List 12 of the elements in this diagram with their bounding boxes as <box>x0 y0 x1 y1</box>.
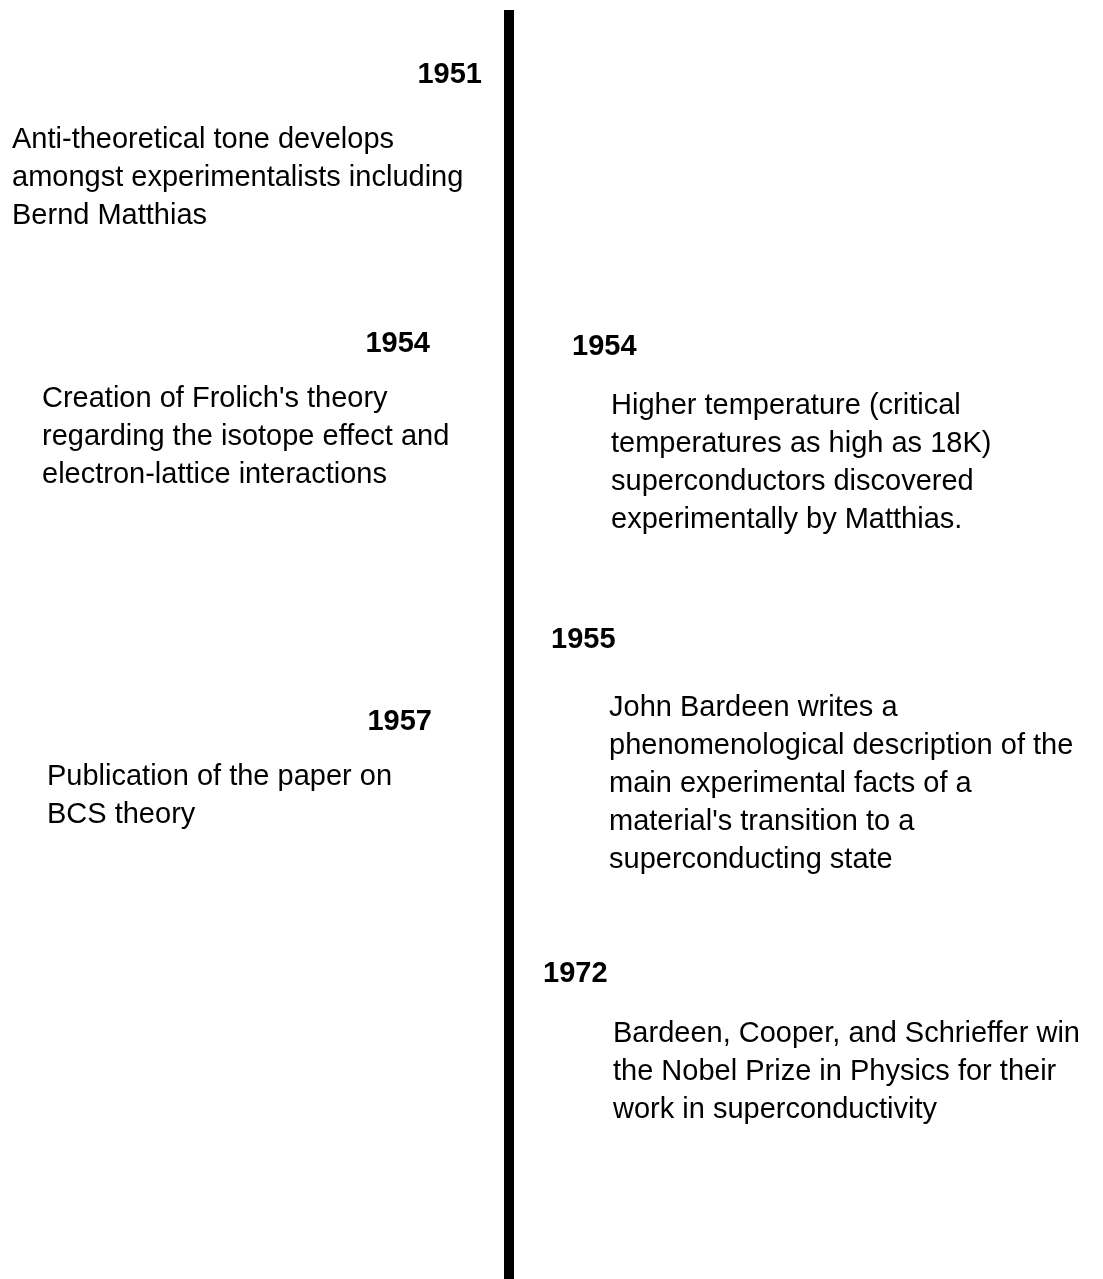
event-description: Publication of the paper on BCS theory <box>47 758 394 831</box>
year-label: 1951 <box>416 56 482 90</box>
event-description: Bardeen, Cooper, and Schrieffer win the Nobel Prize in Physics for their work in superconductivity <box>613 1015 1081 1126</box>
event-description: Creation of Frolich's theory regarding the isotope effect and electron-lattice interactions <box>42 380 451 491</box>
year-label: 1954 <box>364 325 430 359</box>
event-description: Higher temperature (critical temperatures as high as 18K) superconductors discovered experimentally by Matthias. <box>611 387 993 536</box>
event-description: Anti-theoretical tone develops amongst experimentalists including Bernd Matthias <box>12 121 465 232</box>
year-label: 1954 <box>572 328 638 362</box>
year-label: 1957 <box>366 703 432 737</box>
event-description: John Bardeen writes a phenomenological description of the main experimental facts of a material's transition to a superconducting state <box>609 689 1075 876</box>
year-label: 1972 <box>543 955 609 989</box>
year-label: 1955 <box>551 621 617 655</box>
